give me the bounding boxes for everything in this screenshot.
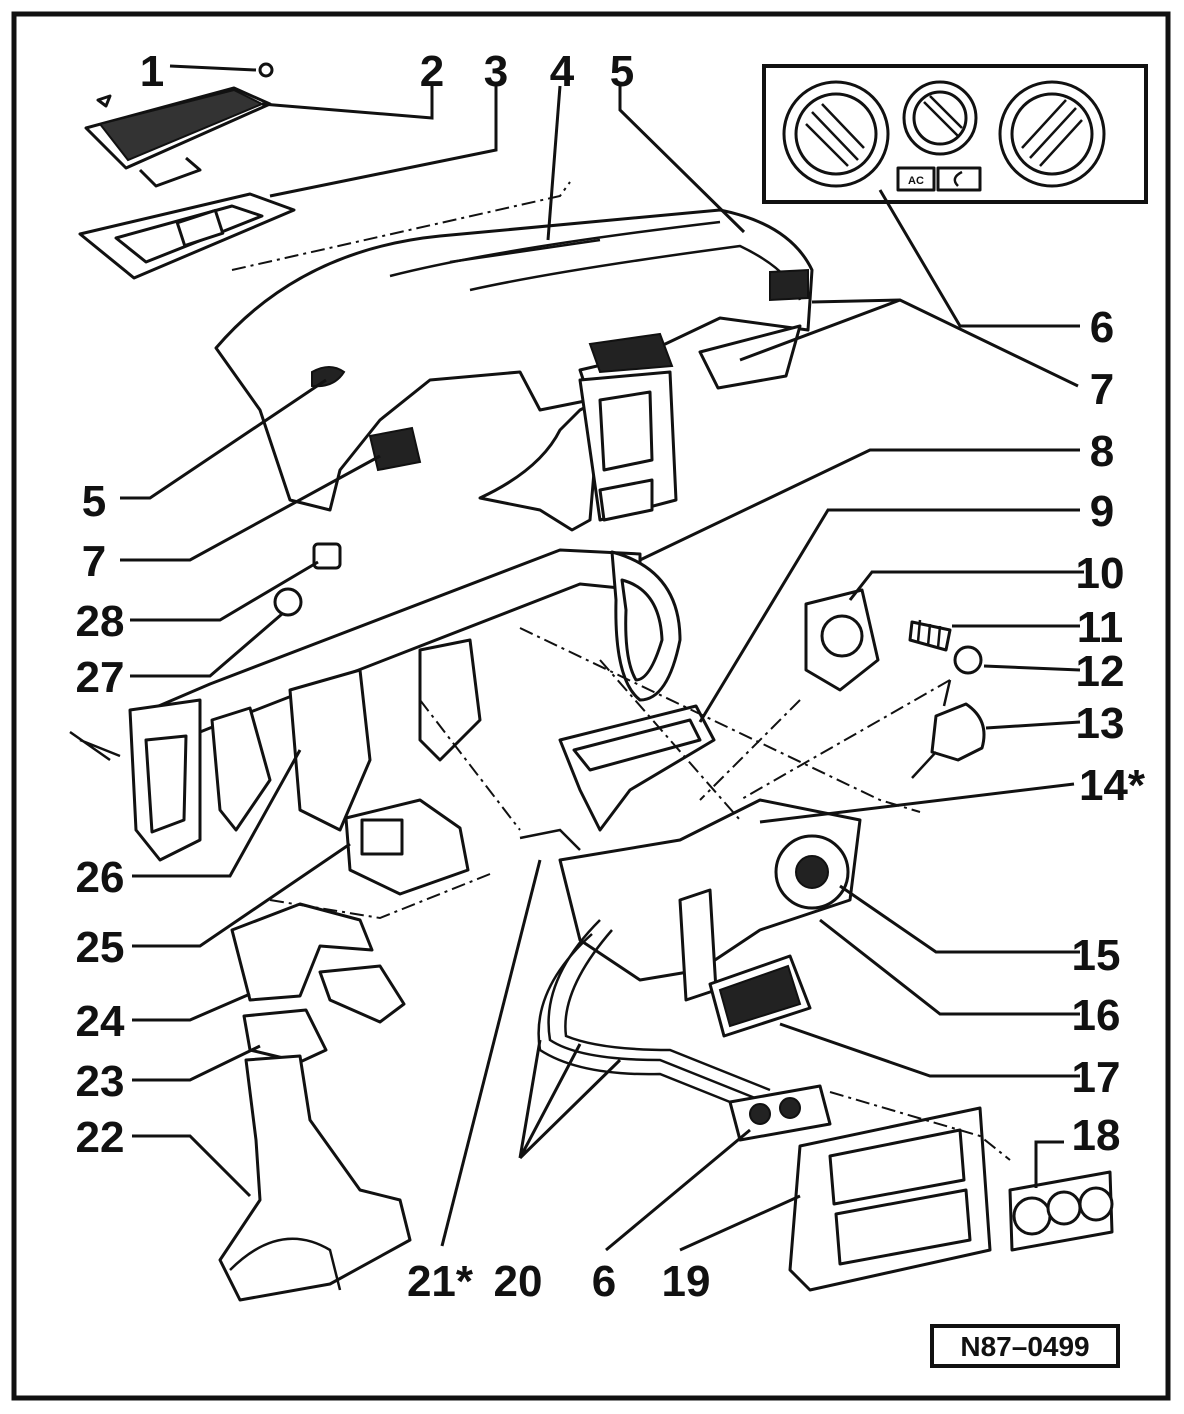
callout-20: 20 [494,1257,543,1306]
seal-ring-part-12 [953,645,983,675]
reference-code: N87–0499 [960,1331,1089,1362]
callout-2: 2 [420,47,444,96]
callout-7-left: 7 [82,537,106,586]
recirculation-icon [953,170,963,187]
center-console-part-19 [788,1106,992,1292]
control-unit-part-6 [728,1084,832,1142]
cable-bundle-part-20 [537,919,771,1112]
control-knob-center [902,80,978,156]
duct-part-23 [242,1008,328,1064]
resistor-part-11 [908,619,952,652]
callout-7-right: 7 [1090,365,1114,414]
callout-6-bottom: 6 [592,1257,616,1306]
callout-11: 11 [1077,603,1124,652]
assembly-line-cross [419,699,521,831]
clip-part-27 [273,587,303,617]
heater-control-panel-inset: AC [762,64,1148,204]
speaker-grille-left [311,366,346,388]
relay-bracket-part-25 [344,798,470,896]
callout-14: 14* [1079,761,1146,810]
assembly-line-blower [699,699,801,801]
assembly-line-right [519,627,921,813]
clip-part-28 [312,542,342,570]
control-knob-left [782,80,890,188]
reference-code-box: N87–0499 [930,1324,1120,1368]
dashboard-cross-member [69,548,682,862]
callout-27: 27 [76,653,125,702]
center-vent [588,332,674,374]
storage-cover-part-2 [84,86,272,188]
callout-labels: 1 2 3 4 5 6 7 8 9 10 11 12 13 14* 15 16 … [76,47,1146,1306]
connector-left [318,964,406,1024]
callout-19: 19 [662,1257,711,1306]
callout-5-top: 5 [610,47,634,96]
assembly-line-top [231,181,571,271]
footwell-duct-part-22 [218,1054,412,1302]
center-console-frame [478,370,678,532]
air-outlet-part-17 [708,954,812,1038]
assembly-line-duct [599,659,741,821]
blower-motor-part-10 [804,588,880,692]
callout-25: 25 [76,923,125,972]
callout-1: 1 [140,47,164,96]
storage-frame-part-3 [78,192,296,280]
callout-21: 21* [407,1257,474,1306]
control-knob-right [998,80,1106,188]
callout-12: 12 [1076,647,1125,696]
callout-4: 4 [550,47,575,96]
callout-26: 26 [76,853,125,902]
callout-24: 24 [76,997,125,1046]
callout-17: 17 [1072,1053,1121,1102]
callout-22: 22 [76,1113,125,1162]
recirculation-button [936,166,982,192]
callout-8: 8 [1090,427,1114,476]
callout-15: 15 [1072,931,1121,980]
ac-button-label: AC [908,175,924,187]
screw-left [96,94,112,108]
left-vent [368,426,422,472]
callout-13: 13 [1076,699,1125,748]
heater-housing [558,798,862,1002]
leader-lines [120,64,1084,1252]
assembly-line-lower [269,873,491,920]
callout-3: 3 [484,47,508,96]
callout-18: 18 [1072,1111,1121,1160]
air-duct-part-9 [558,704,716,832]
cable-part-21 [519,828,581,851]
callout-28: 28 [76,597,125,646]
trim-panel-part-18 [1008,1170,1114,1252]
callout-10: 10 [1076,549,1125,598]
callout-16: 16 [1072,991,1121,1040]
dashboard-panel [214,208,814,512]
ac-button [896,166,936,192]
outer-frame [11,11,1171,1401]
callout-6-top: 6 [1090,303,1114,352]
callout-5-left: 5 [82,477,106,526]
screw-part-1 [258,62,274,78]
assembly-line-resistor [739,679,951,801]
assembly-line-console [829,1091,1011,1161]
side-vent-right [769,268,809,302]
flap-part-13 [911,679,986,779]
callout-9: 9 [1090,487,1114,536]
callout-23: 23 [76,1057,125,1106]
